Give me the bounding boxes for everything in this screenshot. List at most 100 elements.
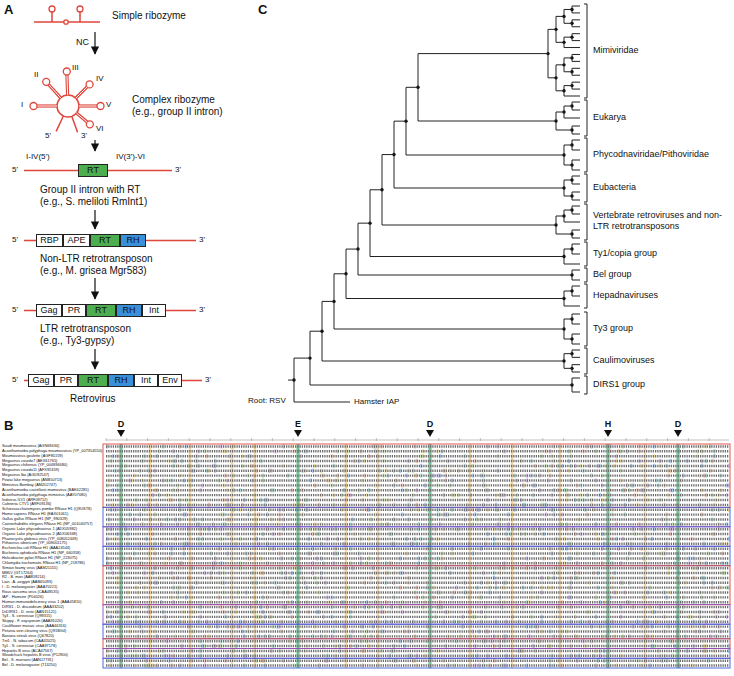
tree-branch bbox=[587, 242, 588, 266]
residue-row bbox=[106, 567, 729, 569]
residue-row bbox=[106, 630, 729, 632]
residue-row bbox=[106, 586, 729, 588]
position-ruler bbox=[106, 440, 729, 441]
residue-row bbox=[106, 523, 729, 525]
residue-row bbox=[106, 465, 729, 467]
ruler-tick bbox=[584, 438, 585, 441]
tree-branch bbox=[564, 319, 572, 320]
tree-branch bbox=[572, 238, 580, 239]
tree-branch bbox=[572, 324, 580, 325]
rna-stem-core bbox=[49, 84, 61, 97]
residue-row bbox=[106, 474, 729, 476]
sequence-alignment bbox=[103, 430, 730, 668]
residue-row bbox=[106, 611, 729, 613]
ruler-tick bbox=[542, 438, 543, 441]
ruler-tick bbox=[667, 438, 668, 441]
tree-branch bbox=[572, 254, 580, 255]
tree-branch bbox=[572, 344, 580, 345]
tree-branch bbox=[584, 374, 587, 375]
tree-branch bbox=[584, 240, 587, 241]
rna-loop bbox=[86, 81, 93, 88]
ruler-tick bbox=[376, 438, 377, 441]
tree-branch bbox=[584, 348, 587, 349]
tree-branch bbox=[564, 37, 572, 38]
ruler-tick bbox=[147, 438, 148, 441]
tree-branch bbox=[382, 154, 394, 155]
residue-row bbox=[106, 655, 729, 657]
tree-branch bbox=[556, 42, 564, 43]
tree-branch bbox=[572, 392, 580, 393]
rna-stem bbox=[76, 113, 87, 122]
tree-branch bbox=[572, 357, 580, 358]
residue-row bbox=[106, 621, 729, 623]
tree-branch bbox=[572, 54, 580, 55]
residue-row bbox=[106, 582, 729, 584]
residue-row bbox=[106, 479, 729, 481]
tree-branch bbox=[584, 308, 587, 309]
tree-branch bbox=[587, 174, 588, 202]
residue-row bbox=[106, 557, 729, 559]
ruler-tick bbox=[522, 438, 523, 441]
tree-branch bbox=[382, 225, 556, 226]
residue-row bbox=[106, 513, 729, 515]
tree-branch bbox=[564, 23, 572, 24]
group-frame bbox=[103, 546, 730, 565]
marker-triangle bbox=[426, 430, 434, 437]
group-frame bbox=[103, 639, 730, 649]
tree-branch bbox=[572, 19, 580, 20]
tree-branch bbox=[572, 350, 580, 351]
tree-branch bbox=[572, 61, 580, 62]
rna-tail bbox=[56, 116, 63, 131]
tree-branch bbox=[584, 172, 587, 173]
residue-row bbox=[106, 645, 729, 647]
tree-branch bbox=[584, 266, 587, 267]
residue-row bbox=[106, 455, 729, 457]
tree-branch bbox=[564, 368, 572, 369]
gene-backbones bbox=[24, 171, 202, 381]
group-frame bbox=[103, 649, 730, 659]
tree-branch bbox=[572, 192, 580, 193]
residue-row bbox=[106, 650, 729, 652]
tree-branch bbox=[346, 249, 358, 250]
panel-letter: A bbox=[4, 2, 13, 18]
tree-branch bbox=[564, 165, 572, 166]
tree-branch bbox=[572, 334, 580, 335]
tree-branch bbox=[294, 402, 350, 403]
residue-row bbox=[106, 577, 729, 579]
ruler-tick bbox=[334, 438, 335, 441]
tree-branch bbox=[564, 196, 572, 197]
tree-branch bbox=[564, 71, 572, 72]
tree-branch bbox=[587, 284, 588, 308]
tree-branch bbox=[572, 286, 580, 287]
tree-branch bbox=[572, 244, 580, 245]
ruler-tick bbox=[210, 438, 211, 441]
group-frame bbox=[103, 658, 730, 668]
similar-column bbox=[377, 444, 379, 668]
ruler-tick bbox=[314, 438, 315, 441]
tree-branch bbox=[584, 242, 587, 243]
tree-branch bbox=[564, 96, 580, 97]
rna-stem bbox=[79, 104, 97, 107]
similar-column bbox=[254, 444, 256, 668]
residue-row bbox=[106, 470, 729, 472]
similar-column bbox=[149, 444, 151, 668]
rna-loop bbox=[43, 78, 50, 85]
rna-stem bbox=[65, 75, 69, 95]
residue-row bbox=[106, 533, 729, 535]
tree-branch bbox=[572, 176, 580, 177]
tree-branch bbox=[564, 353, 572, 354]
tree-branch bbox=[572, 26, 580, 27]
tree-branch bbox=[587, 348, 588, 374]
rna-loop bbox=[30, 103, 37, 110]
tree-branch bbox=[334, 273, 346, 274]
tree-branch bbox=[370, 256, 564, 257]
rna-stem-core bbox=[76, 113, 87, 122]
tree-branch bbox=[334, 329, 564, 330]
tree-branch bbox=[584, 346, 587, 347]
tree-branch bbox=[587, 204, 588, 240]
tree-branch bbox=[584, 312, 587, 313]
tree-branch bbox=[572, 214, 580, 215]
conserved-column bbox=[119, 444, 122, 668]
tree-branch bbox=[587, 312, 588, 346]
residue-row bbox=[106, 460, 729, 462]
